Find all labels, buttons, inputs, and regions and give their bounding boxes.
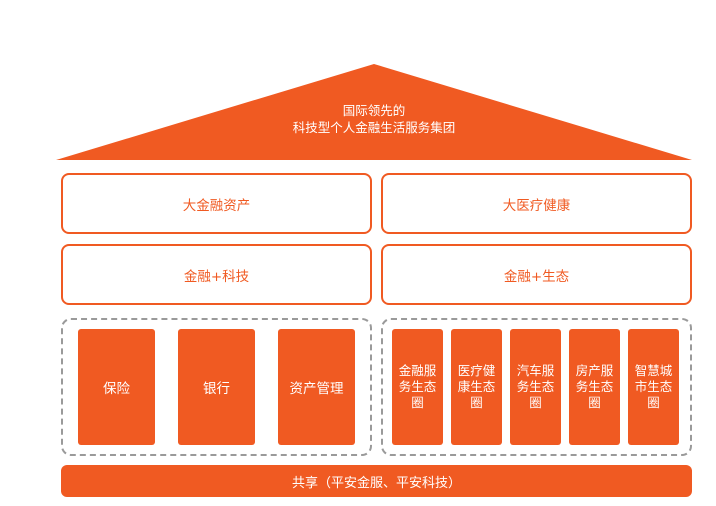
- shared-foundation-bar: 共享（平安金服、平安科技）: [61, 465, 692, 497]
- ecosystem-smart-city-label: 智慧城市生态圈: [634, 363, 673, 410]
- roof-title-line-1: 国际领先的: [342, 103, 406, 118]
- ecosystem-finance-services: 金融服务生态圈: [392, 329, 443, 445]
- ecosystem-finance-services-label: 金融服务生态圈: [398, 363, 437, 410]
- shared-foundation-label: 共享（平安金服、平安科技）: [291, 475, 461, 491]
- business-bank: 银行: [178, 329, 255, 445]
- ecosystem-medical-health-label: 医疗健康生态圈: [457, 363, 496, 410]
- business-asset-management: 资产管理: [278, 329, 355, 445]
- pillar-finance-technology-label: 金融+科技: [183, 268, 250, 285]
- pillar-finance-technology: 金融+科技: [61, 244, 372, 305]
- business-asset-management-label: 资产管理: [289, 381, 344, 397]
- ecosystem-auto-services: 汽车服务生态圈: [510, 329, 561, 445]
- business-insurance: 保险: [78, 329, 155, 445]
- finance-business-group: [61, 318, 372, 456]
- roof-title: 国际领先的 科技型个人金融生活服务集团: [56, 102, 692, 136]
- pillar-big-healthcare-label: 大医疗健康: [502, 197, 571, 214]
- business-insurance-label: 保险: [103, 381, 130, 397]
- ecosystem-medical-health: 医疗健康生态圈: [451, 329, 502, 445]
- pillar-finance-ecosystem-label: 金融+生态: [503, 268, 570, 285]
- ecosystem-smart-city: 智慧城市生态圈: [628, 329, 679, 445]
- pillar-big-finance-assets-label: 大金融资产: [182, 197, 251, 214]
- roof-shape: [56, 64, 692, 160]
- ecosystem-real-estate-services: 房产服务生态圈: [569, 329, 620, 445]
- roof-title-line-2: 科技型个人金融生活服务集团: [292, 120, 456, 135]
- ecosystem-group: [381, 318, 692, 456]
- pillar-big-finance-assets: 大金融资产: [61, 173, 372, 234]
- ecosystem-real-estate-services-label: 房产服务生态圈: [575, 363, 614, 410]
- ecosystem-auto-services-label: 汽车服务生态圈: [516, 363, 555, 410]
- pillar-big-healthcare: 大医疗健康: [381, 173, 692, 234]
- pillar-finance-ecosystem: 金融+生态: [381, 244, 692, 305]
- business-bank-label: 银行: [203, 381, 230, 397]
